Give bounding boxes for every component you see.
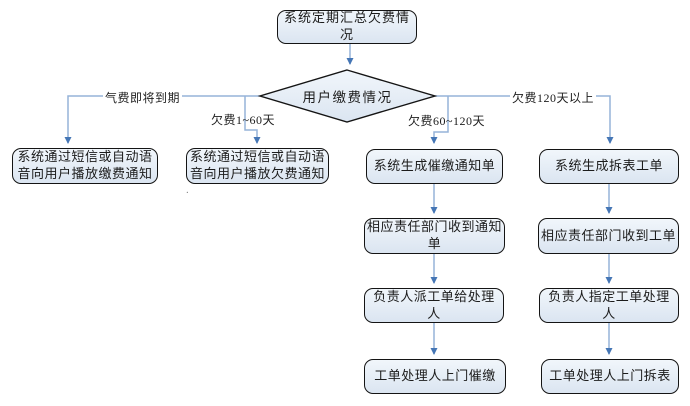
node-decision-label: 用户缴费情况 bbox=[302, 90, 393, 105]
node-start: 系统定期汇总欠费情况 bbox=[277, 10, 417, 44]
connector-decision-generate-workorder bbox=[435, 95, 614, 144]
stray-mark: . bbox=[186, 184, 189, 196]
node-generate-notice: 系统生成催缴通知单 bbox=[366, 149, 503, 184]
node-generate-workorder: 系统生成拆表工单 bbox=[539, 149, 679, 184]
connector-decision-notify-arrears bbox=[244, 96, 261, 144]
branch-label-arrears-over-120: 欠费120天以上 bbox=[510, 89, 597, 106]
branch-label-arrears-60-120: 欠费60~120天 bbox=[408, 114, 485, 128]
branch-label-due-soon: 气费即将到期 bbox=[103, 89, 183, 106]
decision-diamond-shape bbox=[257, 69, 438, 123]
node-notify-arrears: 系统通过短信或自动语音向用户播放欠费通知 bbox=[186, 148, 329, 184]
node-visit-collect: 工单处理人上门催缴 bbox=[364, 359, 506, 394]
node-designate-handler: 负责人指定工单处理人 bbox=[539, 288, 679, 323]
branch-label-arrears-1-60: 欠费1~60天 bbox=[211, 113, 275, 127]
node-dept-receive-workorder: 相应责任部门收到工单 bbox=[538, 218, 679, 254]
node-notify-due: 系统通过短信或自动语音向用户播放缴费通知 bbox=[12, 148, 158, 184]
node-dept-receive-notice: 相应责任部门收到通知单 bbox=[364, 218, 505, 254]
connector-decision-notify-due bbox=[64, 95, 260, 144]
node-visit-remove: 工单处理人上门拆表 bbox=[541, 359, 679, 394]
connector-decision-generate-notice bbox=[430, 96, 449, 144]
node-assign-handler: 负责人派工单给处理人 bbox=[364, 288, 504, 323]
